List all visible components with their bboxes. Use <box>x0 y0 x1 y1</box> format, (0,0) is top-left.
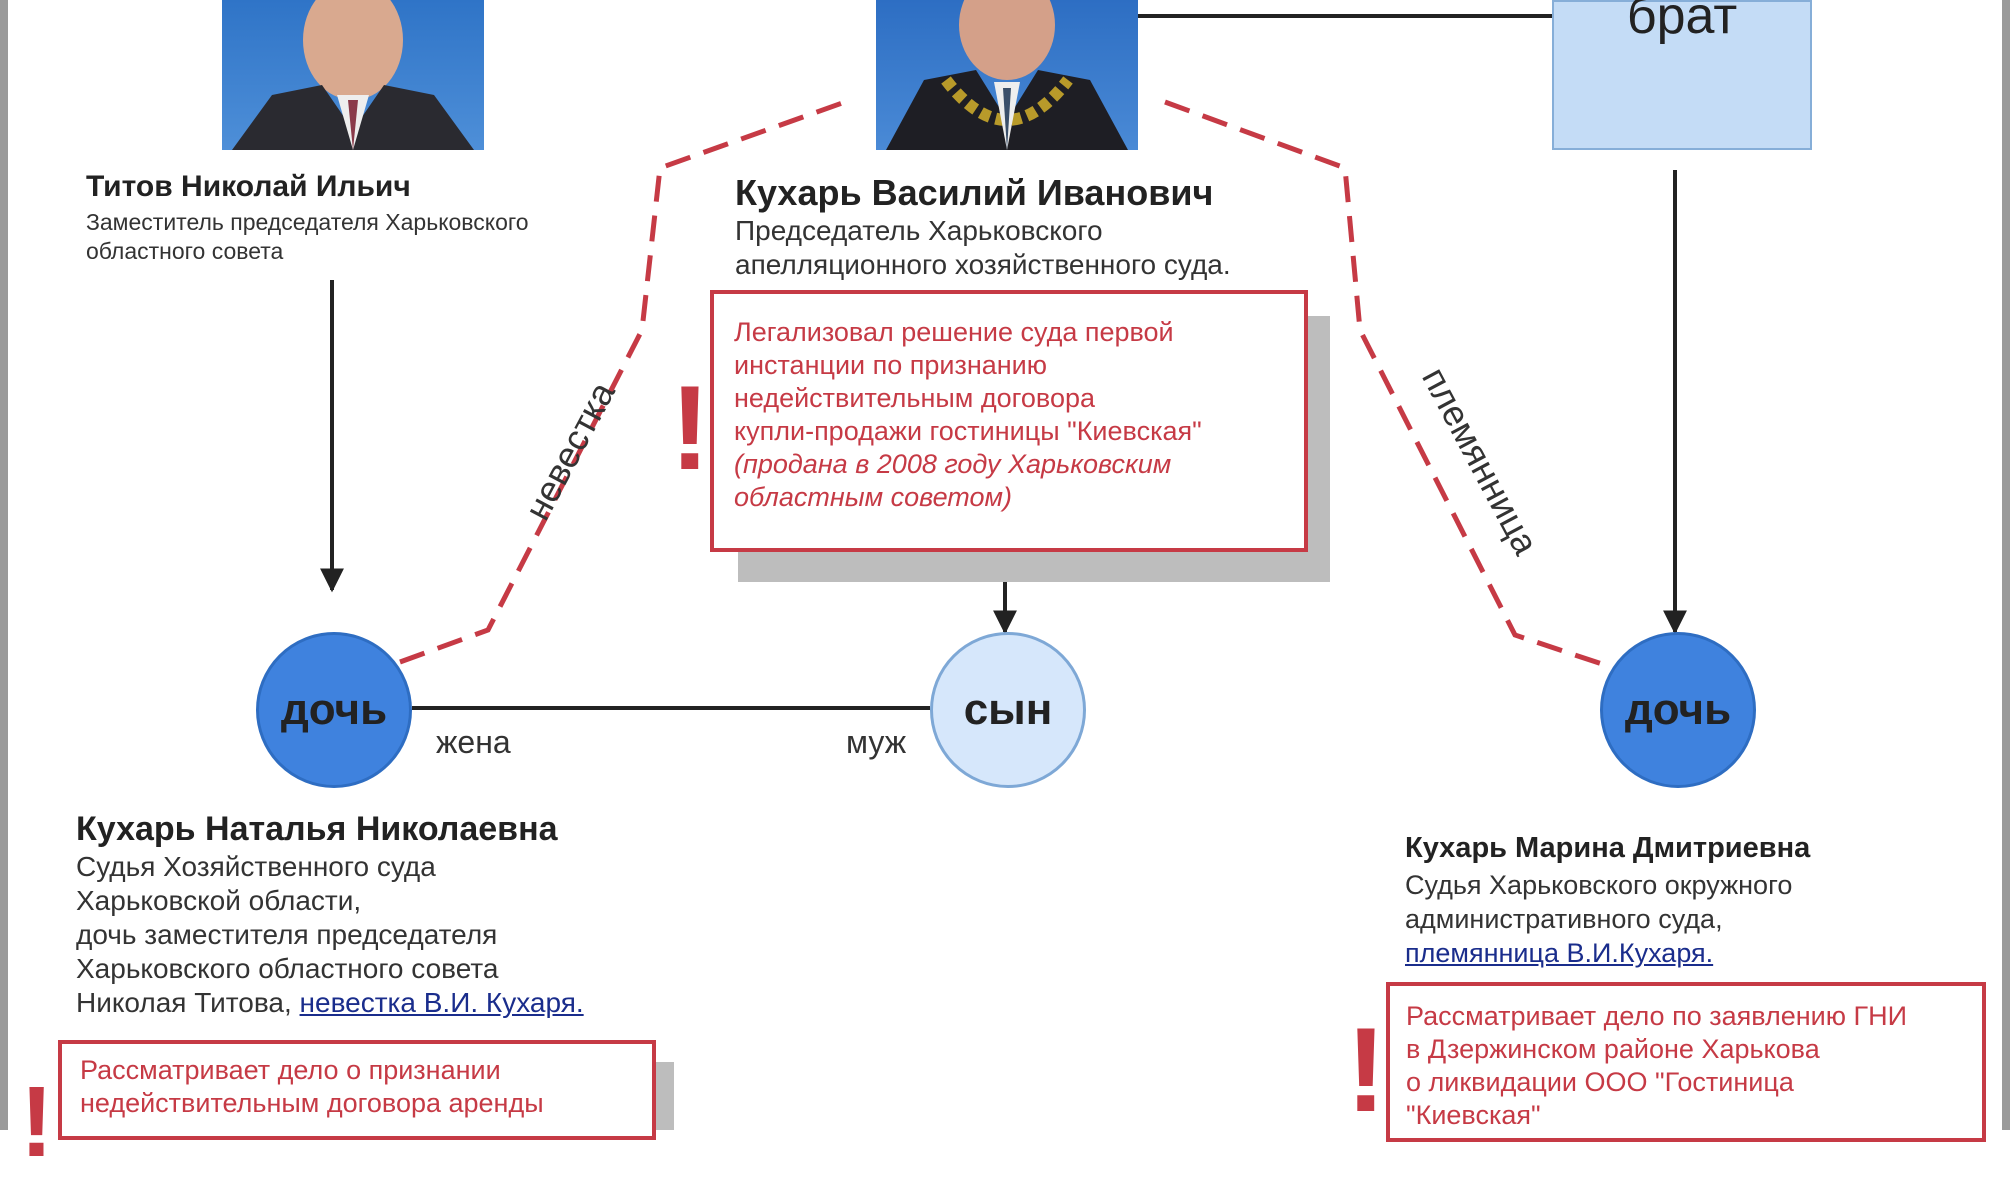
titov-desc: Заместитель председателя Харьковского об… <box>86 209 529 264</box>
circle-son: сын <box>930 632 1086 788</box>
kukhar-photo <box>876 0 1138 150</box>
marina-name: Кухарь Марина Дмитриевна <box>1405 832 1811 864</box>
natalya-desc: Судья Хозяйственного суда Харьковской об… <box>76 851 584 1018</box>
left-exclamation-icon: ! <box>20 1066 54 1178</box>
marina-desc: Судья Харьковского окружного администрат… <box>1405 870 1793 968</box>
kukhar-vi-desc: Председатель Харьковского апелляционного… <box>735 215 1231 280</box>
dashed-niece <box>1164 99 1603 667</box>
circle-daughter-left: дочь <box>256 632 412 788</box>
kukhar-vi-name: Кухарь Василий Иванович <box>735 172 1214 213</box>
dashed-daughter-in-law <box>399 99 846 665</box>
center-note: Легализовал решение суда первой инстанци… <box>710 290 1308 552</box>
brother-box: брат <box>1552 0 1812 150</box>
right-exclamation-icon: ! <box>1346 1003 1386 1137</box>
left-note: Рассматривает дело о признании недействи… <box>58 1040 656 1140</box>
frame-right <box>2002 0 2010 1130</box>
marina-link[interactable]: племянница В.И.Кухаря. <box>1405 938 1714 968</box>
frame-left <box>0 0 8 1130</box>
natalya-name: Кухарь Наталья Николаевна <box>76 810 558 848</box>
label-husband: муж <box>846 724 907 760</box>
titov-name: Титов Николай Ильич <box>86 170 411 203</box>
titov-photo <box>222 0 484 150</box>
natalya-link[interactable]: невестка В.И. Кухаря. <box>299 987 584 1018</box>
right-note: Рассматривает дело по заявлению ГНИ в Дз… <box>1386 982 1986 1142</box>
connector-layer <box>320 14 1687 710</box>
circle-daughter-right: дочь <box>1600 632 1756 788</box>
label-wife: жена <box>436 724 511 760</box>
brother-label: брат <box>1626 0 1738 45</box>
center-exclamation-icon: ! <box>670 361 710 495</box>
